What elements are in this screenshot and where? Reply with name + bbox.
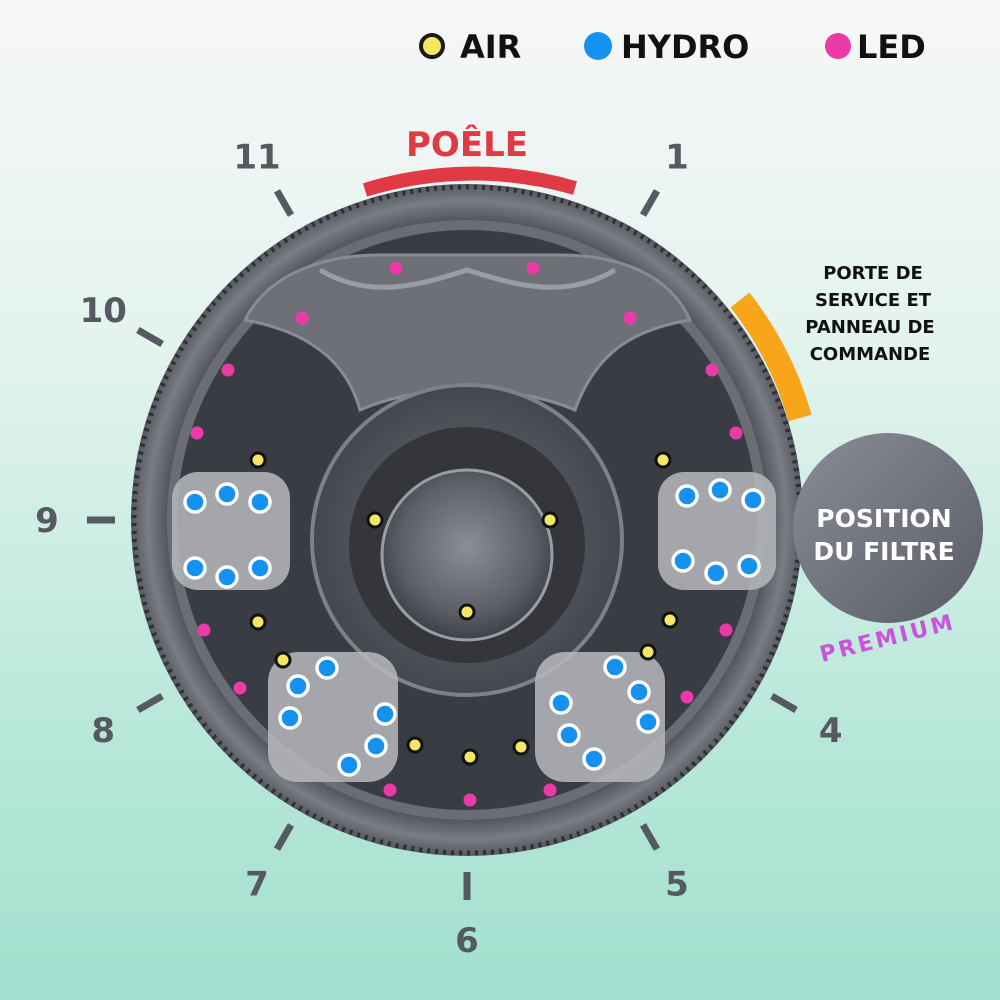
air-jet [366,511,384,529]
led-light [190,426,204,440]
clock-tick-4 [770,692,798,714]
hydro-jet [675,484,699,508]
hydro-jet [582,747,606,771]
led-light [729,426,743,440]
clock-number-11: 11 [233,137,280,177]
air-jet [274,651,292,669]
air-jet [458,603,476,621]
clock-tick-11 [273,189,295,217]
led-light [526,261,540,275]
clock-tick-1 [639,189,661,217]
hydro-jet [183,490,207,514]
hydro-jet [215,482,239,506]
filter-label-line-2: DU FILTRE [813,537,954,566]
legend-item-hydro: HYDRO [584,28,749,66]
hydro-jet [557,723,581,747]
hydro-jet [315,656,339,680]
hydro-jet [737,554,761,578]
stove-arc [362,166,577,197]
legend-item-led: LED [825,28,926,66]
hydro-jet [603,655,627,679]
service-door-label: PORTE DE SERVICE ET PANNEAU DE COMMANDE [805,263,934,365]
legend-label-led: LED [857,28,926,66]
hydro-jet [636,710,660,734]
service-door-line-1: PORTE DE [823,263,923,284]
clock-tick-7 [273,823,295,851]
hydro-jet [248,556,272,580]
led-light [623,311,637,325]
air-jet [249,451,267,469]
air-jet [461,748,479,766]
filter-position: POSITION DU FILTRE [793,433,983,623]
lounger-headrest [318,267,617,290]
air-jet [654,451,672,469]
filter-disc [793,433,983,623]
service-door-line-3: PANNEAU DE [805,317,934,338]
hydro-jet [215,565,239,589]
air-jet [639,643,657,661]
hydro-jet [549,691,573,715]
led-light [719,623,733,637]
led-light [705,363,719,377]
led-light [463,793,477,807]
clock-number-5: 5 [665,865,689,905]
hydro-jet [278,706,302,730]
hydro-jet [627,680,651,704]
legend-label-air: AIR [460,28,521,66]
air-legend-dot [419,33,445,59]
hydro-jet [183,556,207,580]
clock-tick-10 [136,326,164,348]
hydro-jet [248,490,272,514]
stove-label: POÊLE [406,124,528,165]
hydro-jet [741,488,765,512]
led-lights [190,261,743,807]
service-door-line-4: COMMANDE [810,344,931,365]
clock-number-1: 1 [665,137,689,177]
hydro-jet [286,674,310,698]
clock-number-8: 8 [91,711,115,751]
filter-label-line-1: POSITION [816,504,951,533]
legend: AIR HYDRO LED [419,28,926,66]
air-jet [541,511,559,529]
clock-number-7: 7 [245,865,269,905]
clock-tick-5 [639,823,661,851]
clock-number-9: 9 [35,501,59,541]
service-door-line-2: SERVICE ET [815,290,932,311]
legend-label-hydro: HYDRO [621,28,749,66]
led-light [543,783,557,797]
hydro-jet [704,561,728,585]
clock-tick-8 [136,692,164,714]
hydro-jet [364,734,388,758]
hydro-jet [671,549,695,573]
led-light [295,311,309,325]
led-light [197,623,211,637]
air-jet [661,611,679,629]
clock-number-10: 10 [80,291,127,331]
hydro-jet [373,702,397,726]
lounger-seat [242,253,693,413]
clock-number-4: 4 [819,711,843,751]
air-jet [249,613,267,631]
air-jet [406,736,424,754]
service-door-arc [730,292,812,422]
air-jets [249,451,679,766]
led-light [221,363,235,377]
hydro-jet [337,753,361,777]
air-jet [512,738,530,756]
clock-number-6: 6 [455,921,479,961]
footwell-floor [380,468,554,642]
led-legend-dot [825,33,851,59]
clock-markers: 1 4 5 6 7 8 9 10 11 [35,137,842,961]
hydro-jets [183,478,765,777]
led-light [383,783,397,797]
hydro-legend-dot [584,32,612,60]
led-light [233,681,247,695]
led-light [680,690,694,704]
legend-item-air: AIR [419,28,521,66]
led-light [389,261,403,275]
hydro-jet [708,478,732,502]
